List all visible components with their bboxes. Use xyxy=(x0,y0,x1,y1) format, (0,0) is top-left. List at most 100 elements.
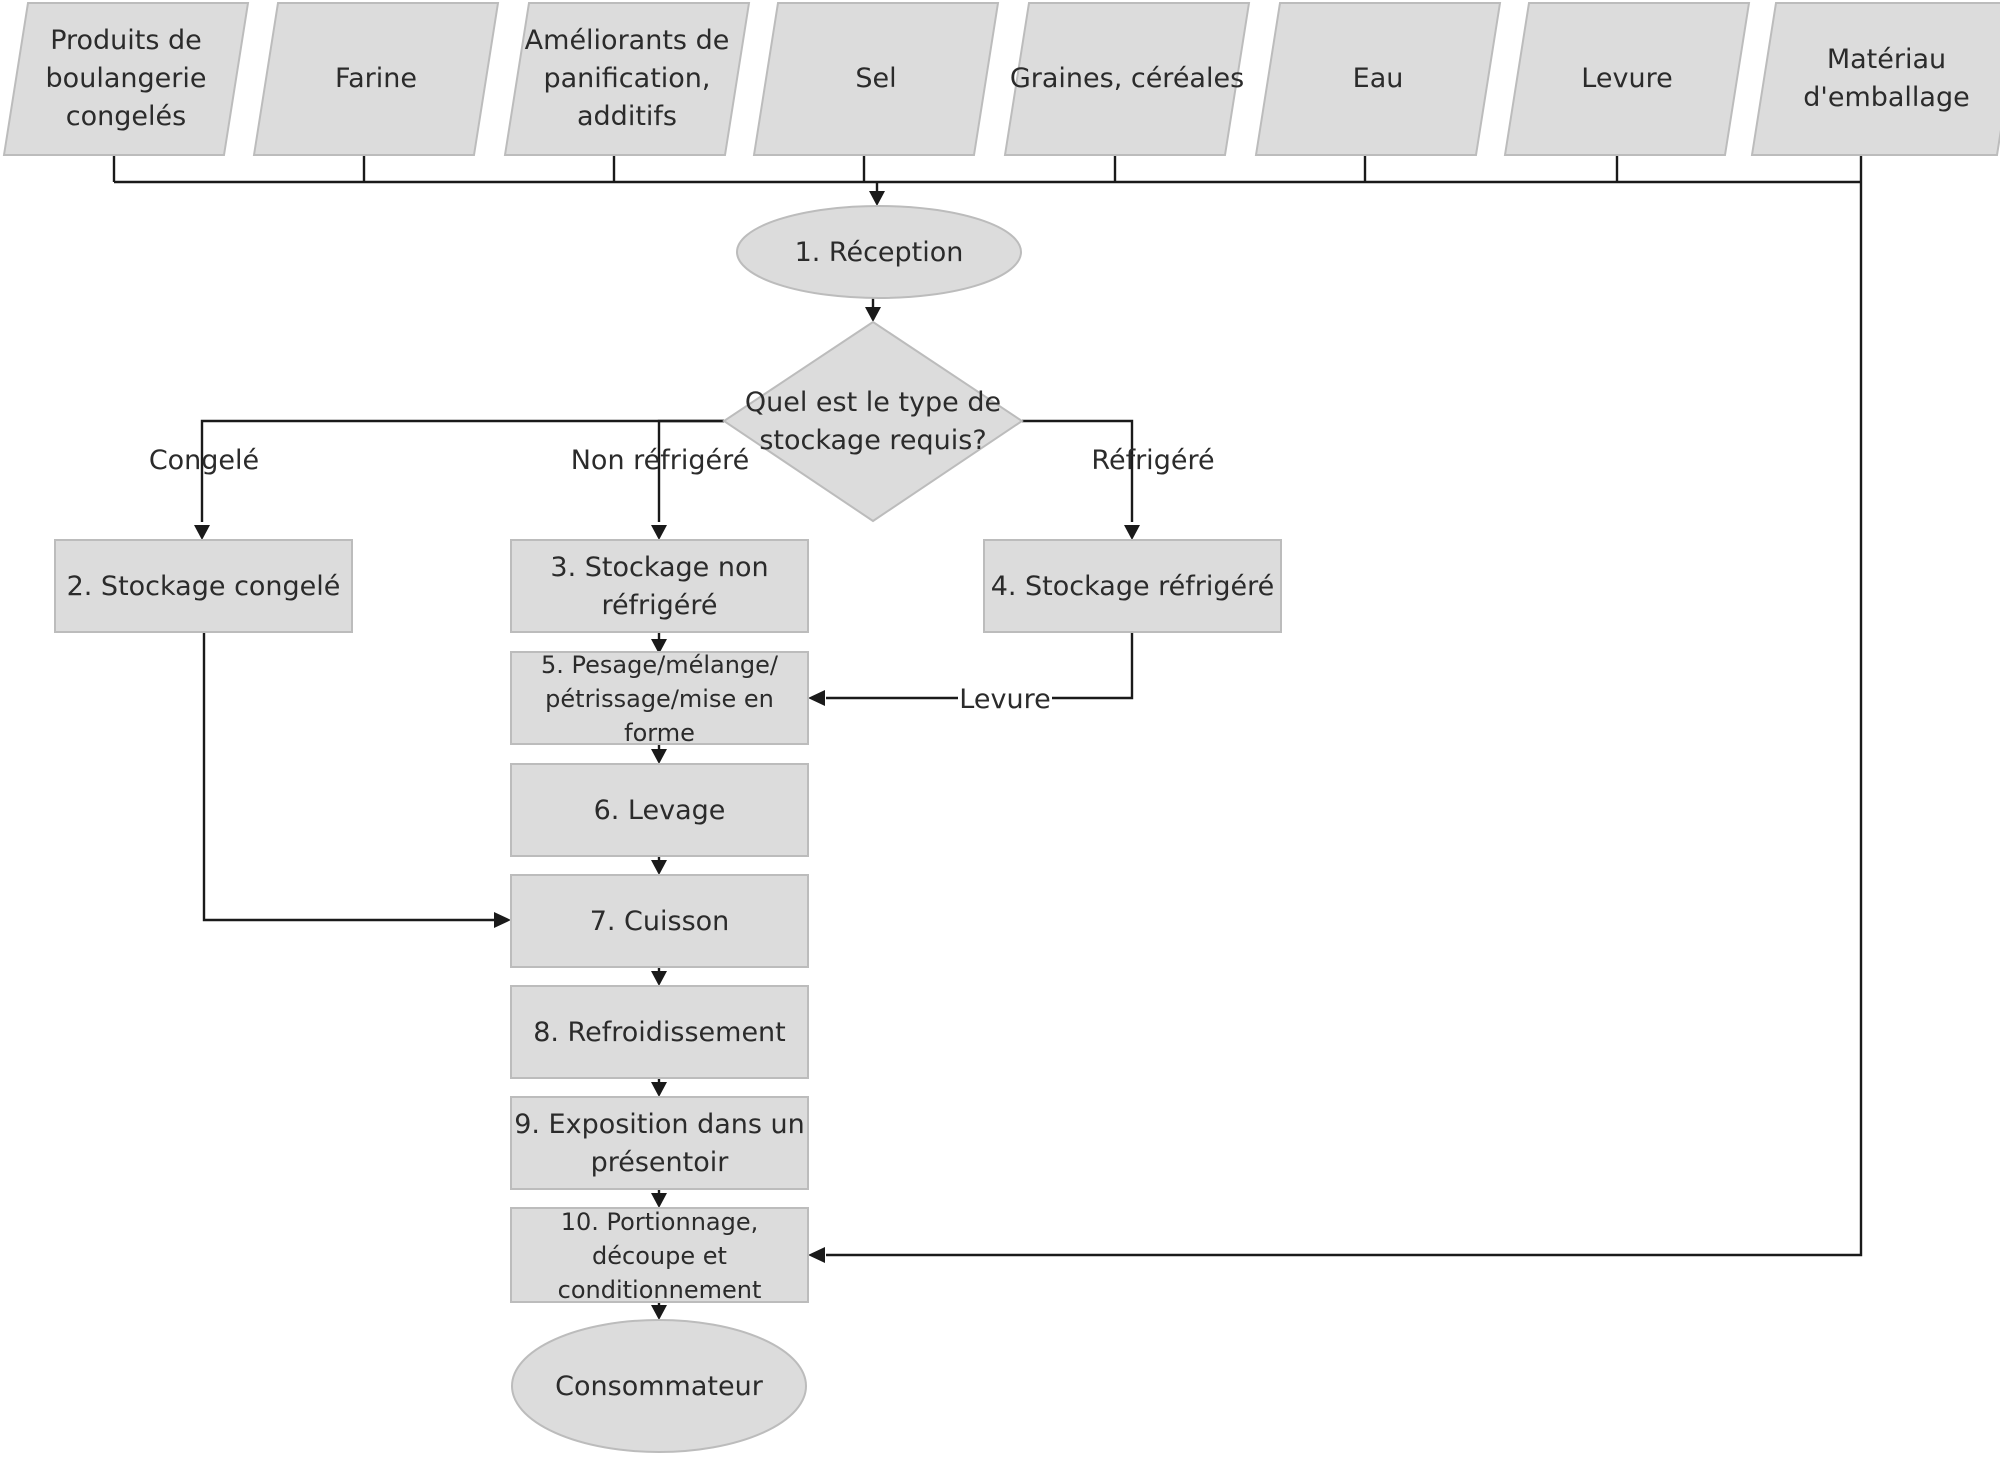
branch-frozen-line xyxy=(200,419,724,522)
step-5-box xyxy=(510,651,809,745)
input-4-text-line: Sel xyxy=(855,63,896,94)
arrow-to-decision-icon xyxy=(865,307,881,322)
storage-frozen-text-line: 2. Stockage congelé xyxy=(67,571,341,602)
arrow-to-frozen-storage-icon xyxy=(194,525,210,540)
branch-label-yeast: Levure xyxy=(959,684,1050,715)
input-2-parallelogram xyxy=(252,1,500,156)
frozen-to-cooking-line xyxy=(202,632,494,922)
input-1-label: Produits de boulangerie congelés xyxy=(46,25,207,132)
input-1-text-line: congelés xyxy=(66,101,186,132)
storage-chilled-text-line: 4. Stockage réfrigéré xyxy=(991,571,1275,602)
consumer-ellipse xyxy=(511,1319,807,1453)
step-9-box xyxy=(510,1096,809,1190)
step-5-text-line: forme xyxy=(624,719,695,747)
step-5-label: 5. Pesage/mélange/pétrissage/mise en form… xyxy=(541,651,779,747)
input-5-text-line: Graines, céréales xyxy=(1010,63,1244,94)
input-2-text-line: Farine xyxy=(335,63,417,94)
branch-label-frozen: Congelé xyxy=(149,445,259,476)
branch-label-chilled: Réfrigéré xyxy=(1091,445,1214,476)
storage-chilled-label: 4. Stockage réfrigéré xyxy=(991,571,1275,602)
decision-label: Quel est le type de stockage requis? xyxy=(745,387,1001,456)
arrow-after-step-8-icon xyxy=(651,1082,667,1097)
reception-ellipse xyxy=(736,205,1022,299)
arrow-after-step-10-icon xyxy=(651,1305,667,1320)
packaging-line xyxy=(826,182,1863,1257)
step-6-box xyxy=(510,763,809,857)
input-2-label: Farine xyxy=(335,63,417,94)
input-8-label: Matériau d'emballage xyxy=(1803,44,1969,113)
storage-ambient-label: 3. Stockage non réfrigéré xyxy=(550,552,768,621)
input-1-text-line: Produits de xyxy=(50,25,202,56)
step-10-text-line: découpe et xyxy=(592,1242,727,1270)
step-5-text-line: 5. Pesage/mélange/ xyxy=(541,651,779,679)
step-8-box xyxy=(510,985,809,1079)
input-6-parallelogram xyxy=(1254,1,1502,156)
storage-ambient-text-line: réfrigéré xyxy=(601,590,717,621)
consumer-text-line: Consommateur xyxy=(555,1371,764,1402)
step-6-text-line: 6. Levage xyxy=(594,795,726,826)
storage-frozen-label: 2. Stockage congelé xyxy=(67,571,341,602)
decision-text-line: stockage requis? xyxy=(759,425,986,456)
step-10-text-line: conditionnement xyxy=(558,1276,762,1304)
arrow-yeast-to-step-5-icon xyxy=(808,690,825,706)
storage-ambient-box xyxy=(510,539,809,633)
input-6-label: Eau xyxy=(1353,63,1404,94)
storage-chilled-box xyxy=(983,539,1282,633)
branch-chilled-line xyxy=(1022,419,1134,522)
step-9-label: 9. Exposition dans un présentoir xyxy=(514,1109,805,1178)
step-7-box xyxy=(510,874,809,968)
input-7-parallelogram xyxy=(1503,1,1751,156)
arrow-after-step-7-icon xyxy=(651,971,667,986)
arrow-to-step-5-icon xyxy=(651,639,667,654)
input-1-parallelogram xyxy=(2,1,250,156)
step-9-text-line: 9. Exposition dans un xyxy=(514,1109,805,1140)
decision-text-line: Quel est le type de xyxy=(745,387,1001,418)
step-8-text-line: 8. Refroidissement xyxy=(533,1017,786,1048)
arrow-after-step-9-icon xyxy=(651,1193,667,1208)
input-7-text-line: Levure xyxy=(1581,63,1672,94)
connector-lines xyxy=(112,155,1863,1320)
step-10-label: 10. Portionnage, découpe et conditionnemen… xyxy=(558,1208,762,1304)
input-3-text-line: panification, xyxy=(544,63,711,94)
input-5-parallelogram xyxy=(1003,1,1251,156)
step-10-box xyxy=(510,1207,809,1303)
arrow-after-step-5-icon xyxy=(651,749,667,764)
input-6-text-line: Eau xyxy=(1353,63,1404,94)
yeast-line-right xyxy=(1052,632,1134,700)
step-6-label: 6. Levage xyxy=(594,795,726,826)
input-4-parallelogram xyxy=(752,1,1000,156)
input-3-text-line: Améliorants de xyxy=(525,25,730,56)
reception-text-line: 1. Réception xyxy=(795,237,964,268)
input-3-label: Améliorants de panification, additifs xyxy=(525,25,730,132)
arrow-packaging-to-step-10-icon xyxy=(808,1247,825,1263)
input-8-text-line: d'emballage xyxy=(1803,82,1969,113)
step-5-text-line: pétrissage/mise en xyxy=(545,685,774,713)
input-4-label: Sel xyxy=(855,63,896,94)
consumer-label: Consommateur xyxy=(555,1371,764,1402)
branch-label-ambient: Non réfrigéré xyxy=(571,445,750,476)
input-5-label: Graines, céréales xyxy=(1010,63,1244,94)
decision-diamond xyxy=(722,320,1024,523)
step-9-text-line: présentoir xyxy=(591,1147,730,1178)
reception-label: 1. Réception xyxy=(795,237,964,268)
input-8-parallelogram xyxy=(1750,2,2000,156)
arrow-to-chilled-storage-icon xyxy=(1124,525,1140,540)
step-7-text-line: 7. Cuisson xyxy=(590,906,730,937)
input-3-text-line: additifs xyxy=(577,101,677,132)
input-1-text-line: boulangerie xyxy=(46,63,207,94)
arrow-to-reception-icon xyxy=(869,191,885,206)
step-10-text-line: 10. Portionnage, xyxy=(561,1208,758,1236)
input-3-parallelogram xyxy=(503,1,751,156)
step-8-label: 8. Refroidissement xyxy=(533,1017,786,1048)
branch-ambient-line xyxy=(657,419,724,522)
arrow-after-step-6-icon xyxy=(651,860,667,875)
arrow-to-ambient-storage-icon xyxy=(651,525,667,540)
storage-ambient-text-line: 3. Stockage non xyxy=(550,552,768,583)
edge-labels: Congelé Non réfrigéré Réfrigéré Levure xyxy=(149,445,1215,715)
input-8-text-line: Matériau xyxy=(1827,44,1946,75)
step-7-label: 7. Cuisson xyxy=(590,906,730,937)
arrow-to-cooking-icon xyxy=(494,912,511,928)
input-7-label: Levure xyxy=(1581,63,1672,94)
